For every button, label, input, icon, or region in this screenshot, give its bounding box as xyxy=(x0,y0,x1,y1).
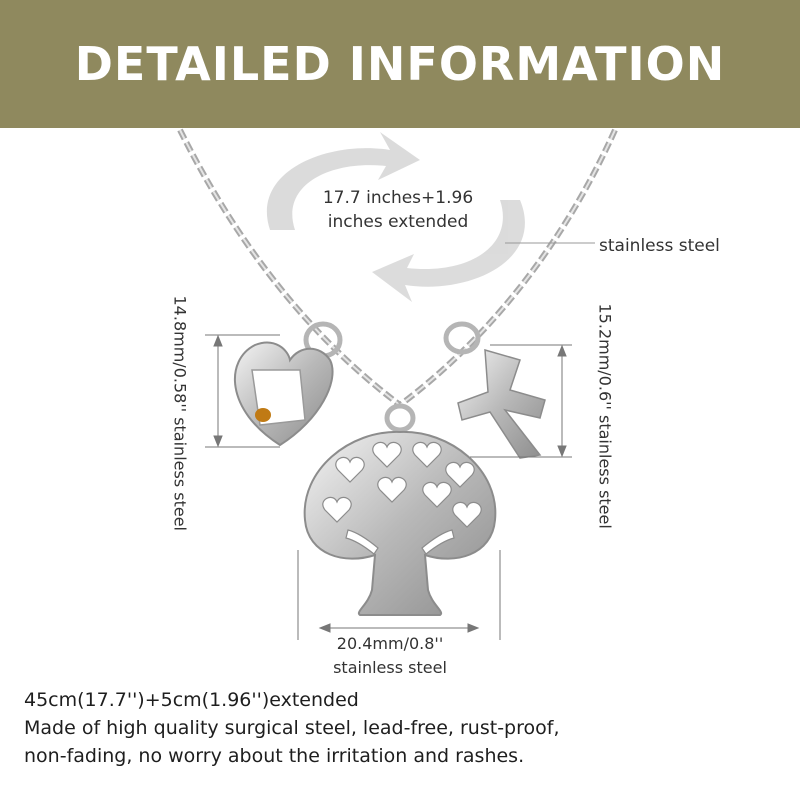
tree-charm-size: 20.4mm/0.8'' xyxy=(336,634,444,653)
heart-charm-label: 14.8mm/0.58'' stainless steel xyxy=(170,295,190,531)
page-title: DETAILED INFORMATION xyxy=(74,37,726,91)
tree-of-life-charm xyxy=(303,403,497,616)
description-line-1: 45cm(17.7'')+5cm(1.96'')extended xyxy=(24,689,359,711)
tree-dimension-lines xyxy=(297,550,501,640)
description-line-2: Made of high quality surgical steel, lea… xyxy=(24,717,560,739)
description-line-3: non-fading, no worry about the irritatio… xyxy=(24,745,525,767)
heart-dimension-lines xyxy=(205,334,280,448)
necklace-chain xyxy=(177,128,618,408)
product-description: 45cm(17.7'')+5cm(1.96'')extended Made of… xyxy=(24,686,784,770)
cross-charm-label: 15.2mm/0.6'' stainless steel xyxy=(595,303,615,529)
chain-length-label: 17.7 inches+1.96 inches extended xyxy=(322,188,474,232)
rotation-arrows-icon xyxy=(266,132,525,302)
cross-dimension-lines xyxy=(470,344,572,458)
tree-charm-label: 20.4mm/0.8'' stainless steel xyxy=(300,632,480,680)
cross-charm xyxy=(443,321,546,459)
heart-lock-charm xyxy=(234,321,343,447)
tree-charm-material: stainless steel xyxy=(333,658,447,677)
chain-material-label: stainless steel xyxy=(599,236,720,256)
header-banner: DETAILED INFORMATION xyxy=(0,0,800,128)
